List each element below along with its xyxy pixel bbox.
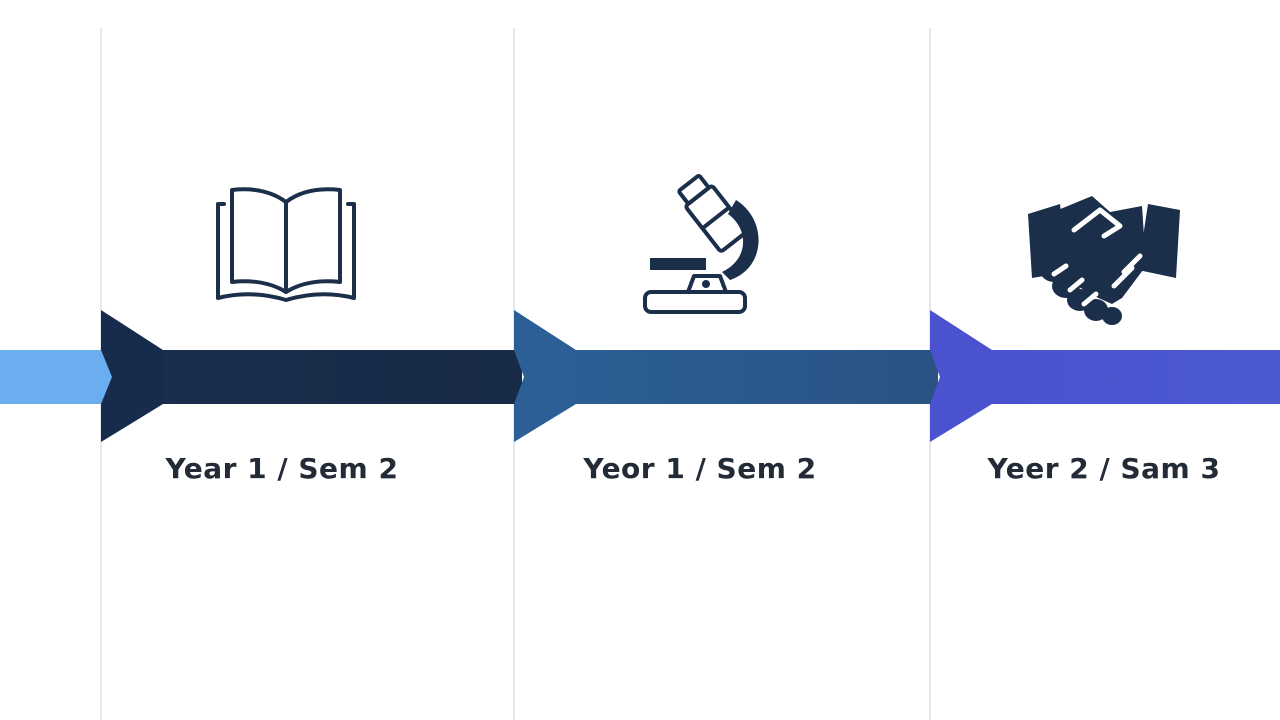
open-book-icon	[216, 187, 356, 302]
timeline-arrowhead-3	[930, 310, 992, 442]
timeline-arrowhead-2	[514, 310, 576, 442]
microscope-icon	[643, 173, 759, 314]
timeline-segment-2	[560, 350, 938, 404]
timeline-lead-in	[0, 350, 112, 404]
stage-label-2: Yeor 1 / Sem 2	[583, 452, 817, 485]
handshake-icon	[1028, 196, 1180, 325]
timeline-segment-1	[150, 350, 522, 404]
timeline-arrowhead-1	[101, 310, 163, 442]
stage-label-3: Yeer 2 / Sam 3	[987, 452, 1221, 485]
stage-label-1: Year 1 / Sem 2	[165, 452, 399, 485]
timeline-segment-3	[975, 350, 1280, 404]
